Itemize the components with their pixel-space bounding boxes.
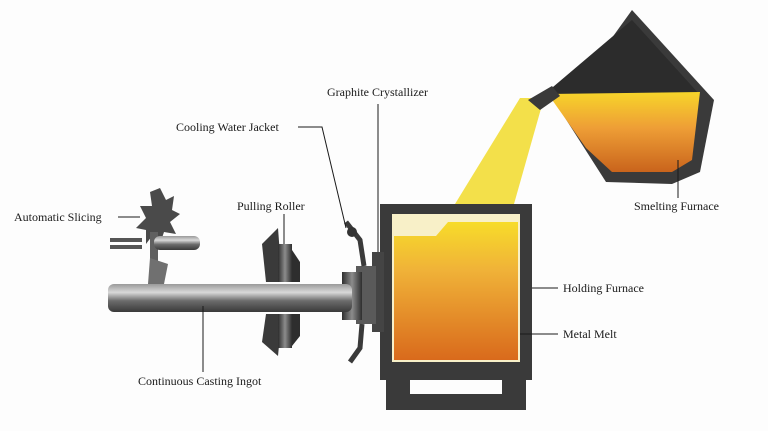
- automatic-slicing: [110, 188, 200, 284]
- smelting-furnace: [528, 10, 714, 184]
- leader-cooling-water-jacket: [298, 126, 347, 229]
- casting-ingot-rod: [108, 284, 352, 312]
- label-automatic-slicing: Automatic Slicing: [14, 210, 102, 224]
- pulling-roller: [262, 228, 300, 356]
- label-smelting-furnace: Smelting Furnace: [634, 199, 719, 213]
- label-continuous-casting-ingot: Continuous Casting Ingot: [138, 374, 262, 388]
- label-metal-melt: Metal Melt: [563, 327, 617, 341]
- molten-metal-stream: [455, 98, 544, 204]
- label-graphite-crystallizer: Graphite Crystallizer: [327, 85, 428, 99]
- label-cooling-water-jacket: Cooling Water Jacket: [176, 120, 279, 134]
- holding-furnace: [380, 204, 532, 410]
- label-holding-furnace: Holding Furnace: [563, 281, 644, 295]
- label-pulling-roller: Pulling Roller: [237, 199, 305, 213]
